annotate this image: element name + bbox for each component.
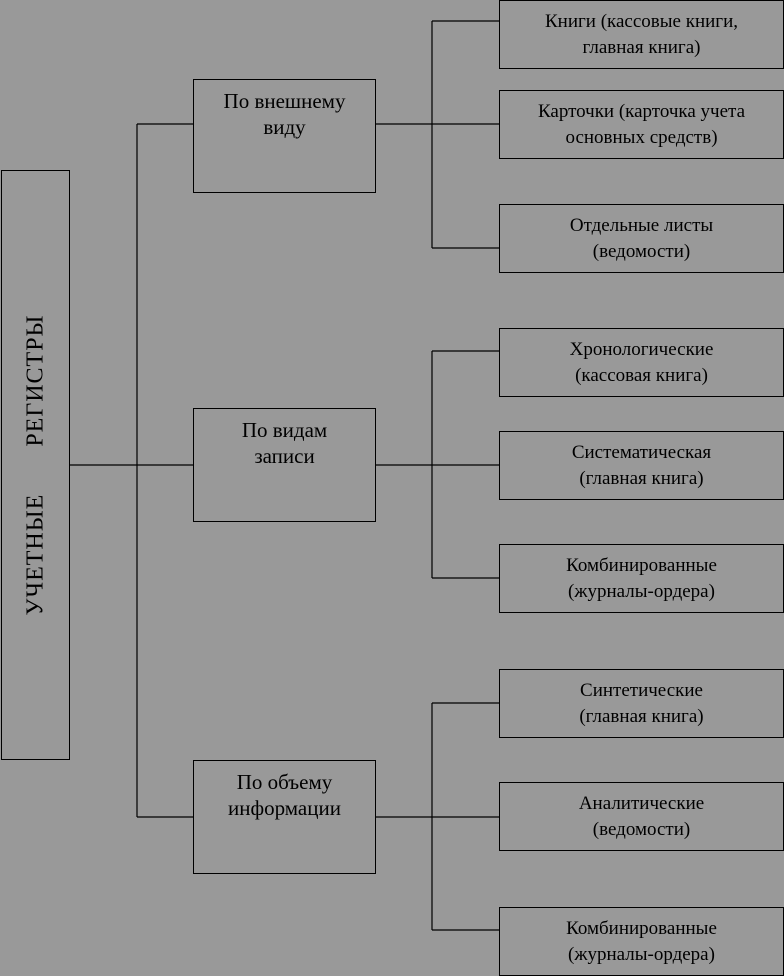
leaf-box-books: Книги (кассовые книги, главная книга) [499, 0, 784, 69]
root-label: УЧЕТНЫЕ РЕГИСТРЫ [22, 314, 49, 616]
category-label: По объему информации [228, 770, 341, 820]
category-label: По внешнему виду [223, 89, 346, 139]
category-box-information-volume: По объему информации [193, 760, 376, 874]
leaf-label: Карточки (карточка учета основных средст… [537, 100, 746, 148]
category-box-record-types: По видам записи [193, 408, 376, 522]
category-box-appearance: По внешнему виду [193, 79, 376, 193]
leaf-box-systematic: Систематическая (главная книга) [499, 431, 784, 500]
leaf-label: Комбинированные (журналы-ордера) [566, 554, 717, 602]
leaf-box-cards: Карточки (карточка учета основных средст… [499, 90, 784, 159]
leaf-label: Систематическая (главная книга) [571, 441, 712, 489]
root-box-accounting-registers: УЧЕТНЫЕ РЕГИСТРЫ [1, 170, 70, 760]
leaf-label: Аналитические (ведомости) [578, 792, 705, 840]
leaf-label: Хронологические (кассовая книга) [569, 338, 714, 386]
leaf-label: Комбинированные (журналы-ордера) [566, 917, 717, 965]
category-label: По видам записи [241, 418, 328, 468]
leaf-box-chronological: Хронологические (кассовая книга) [499, 328, 784, 397]
leaf-box-separate-sheets: Отдельные листы (ведомости) [499, 204, 784, 273]
leaf-box-combined-2: Комбинированные (журналы-ордера) [499, 907, 784, 976]
leaf-box-analytical: Аналитические (ведомости) [499, 782, 784, 851]
leaf-box-combined-1: Комбинированные (журналы-ордера) [499, 544, 784, 613]
leaf-label: Отдельные листы (ведомости) [569, 214, 714, 262]
leaf-label: Синтетические (главная книга) [579, 679, 704, 727]
leaf-box-synthetic: Синтетические (главная книга) [499, 669, 784, 738]
leaf-label: Книги (кассовые книги, главная книга) [545, 10, 738, 58]
